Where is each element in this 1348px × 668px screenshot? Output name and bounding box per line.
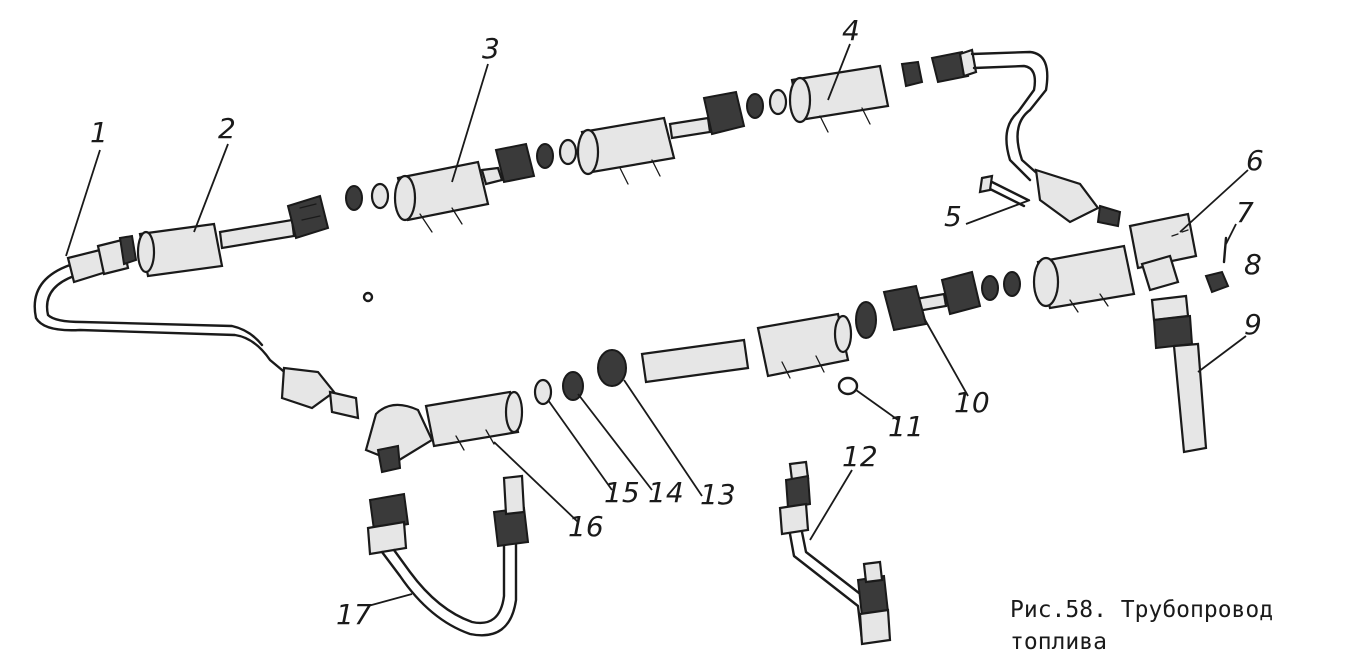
- callout-9: 9: [1244, 308, 1262, 341]
- callout-13: 13: [700, 478, 736, 511]
- cotter-pin-7: [1222, 236, 1228, 264]
- callout-11: 11: [888, 410, 924, 443]
- callout-5: 5: [944, 200, 962, 233]
- callout-3: 3: [482, 32, 500, 65]
- tee-fitting-6: [1128, 212, 1198, 292]
- washer-11: [837, 376, 859, 396]
- connector-2: [136, 194, 330, 278]
- callout-16: 16: [568, 510, 604, 543]
- pipe-17: [366, 474, 530, 637]
- callout-numbers: 1 2 3 4 5 6 7 8 9 10 11 12 13 14 15 16 1…: [90, 14, 1264, 631]
- callout-7: 7: [1236, 196, 1254, 229]
- small-ring-left: [362, 291, 374, 303]
- callout-1: 1: [90, 116, 108, 149]
- caption-line-2: топлива: [1010, 629, 1107, 655]
- callout-12: 12: [842, 440, 878, 473]
- caption-line-1: Рис.58. Трубопровод: [1010, 597, 1274, 623]
- callout-8: 8: [1244, 248, 1262, 281]
- pipe-9: [1150, 294, 1208, 454]
- pipe-12: [778, 460, 892, 646]
- nut-8: [1204, 270, 1230, 294]
- figure-caption: Рис.58. Трубопровод топлива: [1010, 594, 1346, 658]
- callout-17: 17: [336, 598, 372, 631]
- lower-fuel-line: [364, 244, 1136, 474]
- upper-fuel-line: [345, 60, 924, 233]
- pipe-right-bend: [930, 48, 1122, 228]
- leader-lines: [65, 43, 1249, 607]
- bolt-5: [978, 174, 1030, 208]
- callout-14: 14: [648, 476, 684, 509]
- callout-2: 2: [218, 112, 236, 145]
- pipe-left-bend: [33, 234, 360, 420]
- callout-10: 10: [954, 386, 990, 419]
- callout-15: 15: [604, 476, 640, 509]
- callout-4: 4: [842, 14, 860, 47]
- callout-6: 6: [1246, 144, 1264, 177]
